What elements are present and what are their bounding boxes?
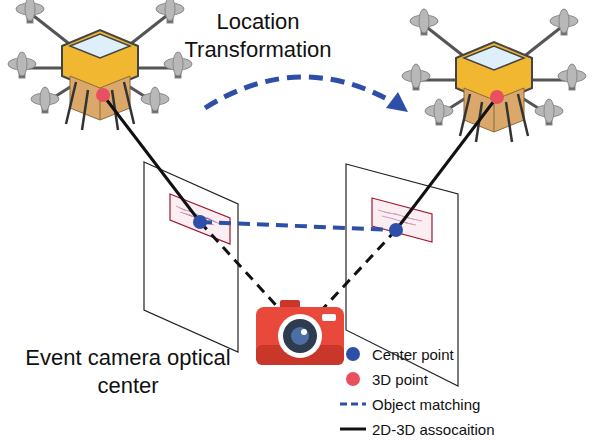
3d-point <box>490 90 504 104</box>
diagram-label: Event camera optical center <box>23 344 233 400</box>
association-line <box>396 97 497 230</box>
legend-swatch <box>346 372 360 386</box>
legend-text: Center point <box>372 346 454 364</box>
camera-icon <box>256 300 344 365</box>
legend-text: Object matching <box>372 396 480 414</box>
image-plane-left <box>144 162 238 352</box>
image-plane-right <box>346 164 458 386</box>
legend-line-sample <box>340 403 366 406</box>
legend-text: 2D-3D assocaition <box>372 421 495 439</box>
legend-line-sample <box>340 428 366 431</box>
matching-line <box>200 222 396 230</box>
drone-left <box>8 0 192 130</box>
association-line <box>103 95 200 222</box>
projection-ray <box>318 230 396 314</box>
center-point <box>193 215 207 229</box>
3d-point <box>96 88 110 102</box>
center-point <box>389 223 403 237</box>
diagram-label: Location Transformation <box>173 8 343 64</box>
legend-swatch <box>346 347 360 361</box>
legend-text: 3D point <box>372 371 428 389</box>
arrow-head <box>386 92 408 112</box>
bbox-left <box>170 194 230 244</box>
projection-ray <box>200 222 284 314</box>
drone-right <box>402 9 586 142</box>
transform-arrow <box>205 77 396 108</box>
